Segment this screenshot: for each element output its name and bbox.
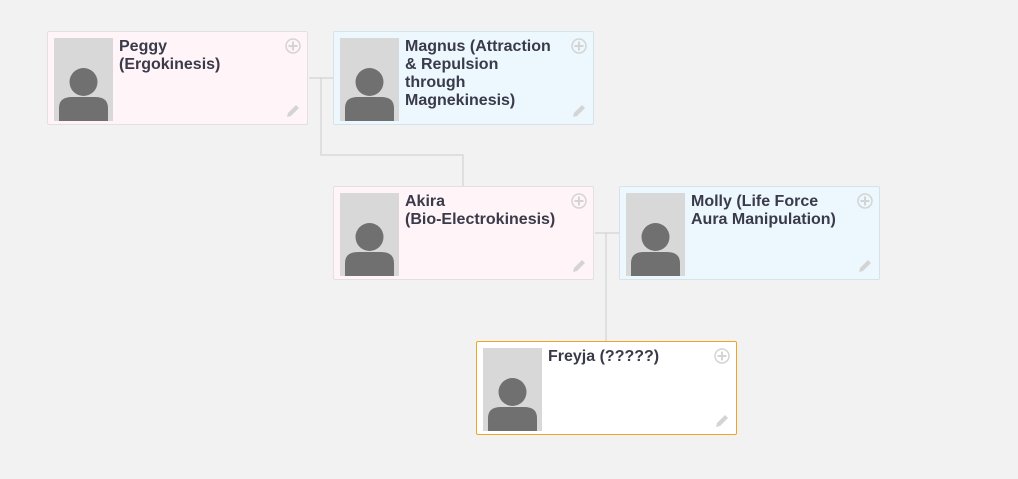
person-card-freyja[interactable]: Freyja (?????) [476, 341, 737, 435]
person-silhouette-icon [340, 193, 399, 276]
person-name-line: Molly (Life Force [691, 193, 819, 210]
pencil-icon[interactable] [571, 103, 587, 119]
person-name: Peggy (Ergokinesis) [119, 38, 277, 74]
person-name-line: (Bio-Electrokinesis) [405, 211, 556, 228]
person-name-line: Freyja (?????) [548, 348, 660, 365]
person-name-line: & Repulsion [405, 56, 499, 73]
person-name-line: through [405, 74, 466, 91]
person-name-line: Aura Manipulation) [691, 211, 836, 228]
person-card-magnus[interactable]: Magnus (Attraction & Repulsion through M… [333, 31, 594, 125]
person-name-line: Magnekinesis) [405, 92, 516, 109]
person-card-molly[interactable]: Molly (Life Force Aura Manipulation) [619, 186, 880, 280]
person-name: Akira (Bio-Electrokinesis) [405, 193, 563, 229]
person-name: Freyja (?????) [548, 348, 706, 366]
pencil-icon[interactable] [571, 258, 587, 274]
person-name-line: Akira [405, 193, 446, 210]
plus-circle-icon[interactable] [571, 193, 587, 209]
person-silhouette-icon [626, 193, 685, 276]
plus-circle-icon[interactable] [714, 348, 730, 364]
person-silhouette-icon [54, 38, 113, 121]
person-silhouette-icon [340, 38, 399, 121]
plus-circle-icon[interactable] [857, 193, 873, 209]
person-name-line: Magnus (Attraction [405, 38, 551, 55]
plus-circle-icon[interactable] [571, 38, 587, 54]
person-name: Molly (Life Force Aura Manipulation) [691, 193, 849, 229]
person-name: Magnus (Attraction & Repulsion through M… [405, 38, 563, 110]
pencil-icon[interactable] [285, 103, 301, 119]
person-card-peggy[interactable]: Peggy (Ergokinesis) [47, 31, 308, 125]
pencil-icon[interactable] [714, 413, 730, 429]
person-silhouette-icon [483, 348, 542, 431]
person-name-line: (Ergokinesis) [119, 56, 221, 73]
person-card-akira[interactable]: Akira (Bio-Electrokinesis) [333, 186, 594, 280]
person-name-line: Peggy [119, 38, 168, 55]
plus-circle-icon[interactable] [285, 38, 301, 54]
pencil-icon[interactable] [857, 258, 873, 274]
